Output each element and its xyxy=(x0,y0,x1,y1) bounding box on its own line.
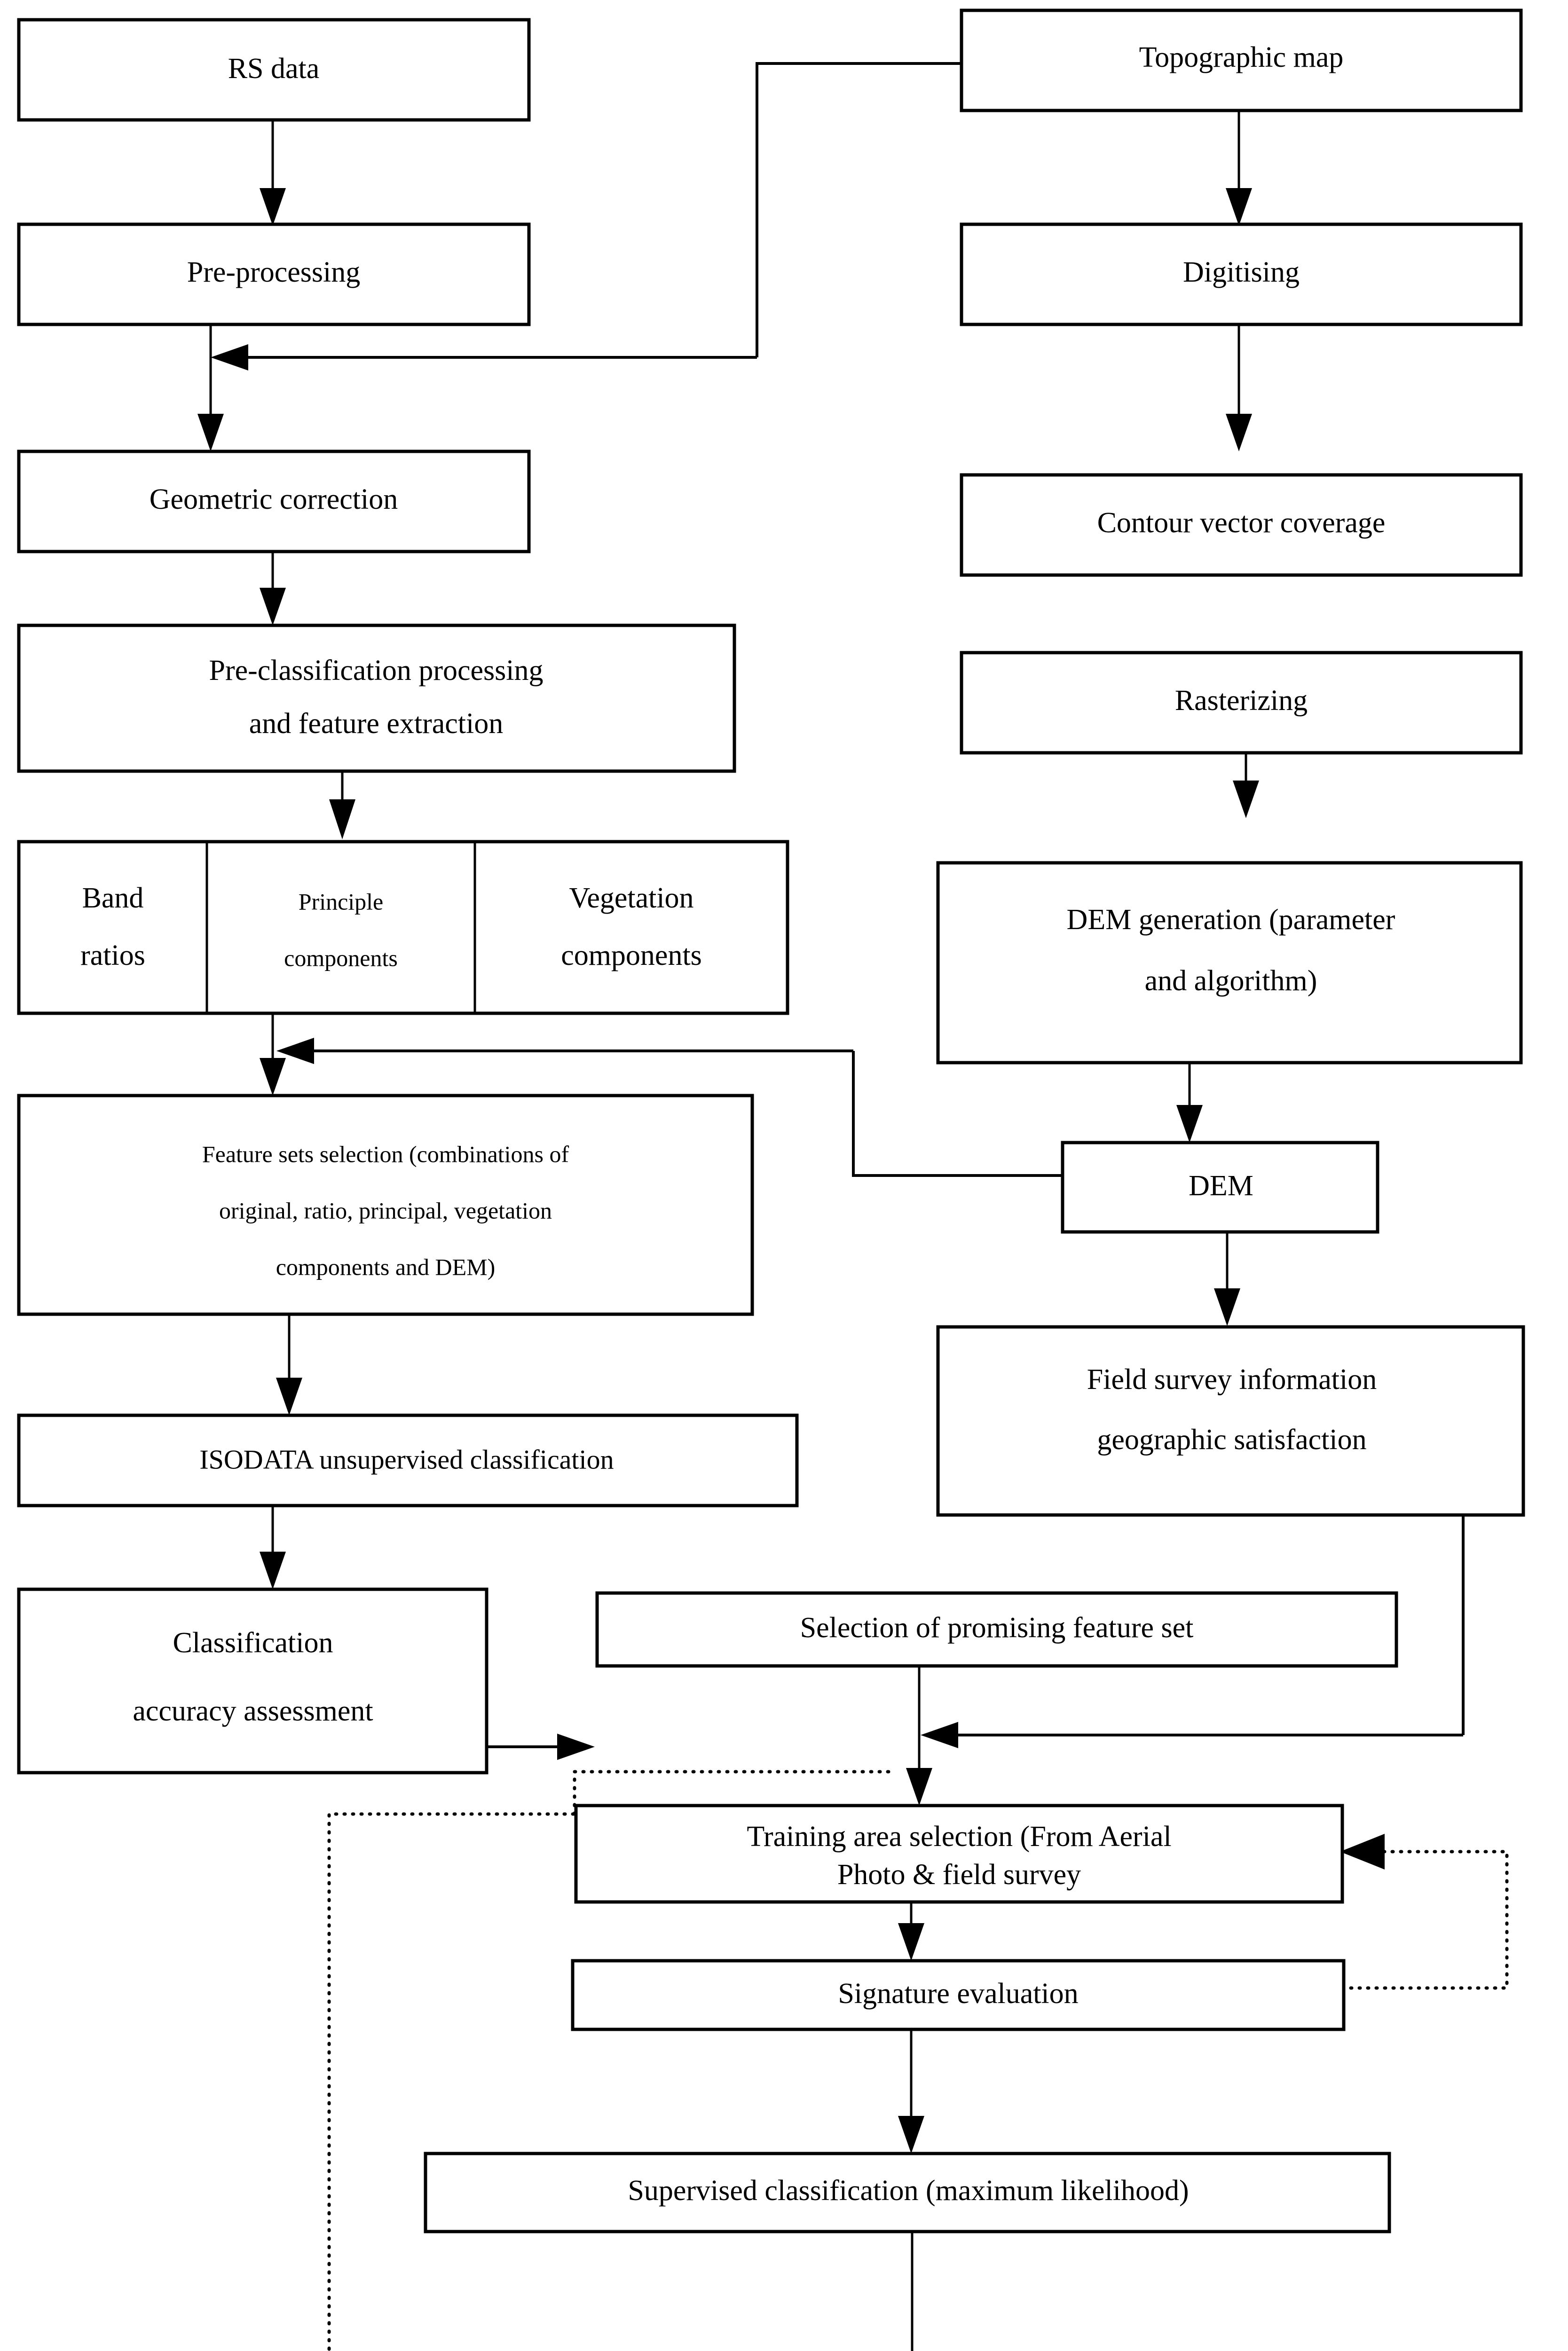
edge-featuresets-isodata xyxy=(276,1314,302,1415)
node-training-area-selection[interactable]: Training area selection (From Aerial Pho… xyxy=(574,1804,1344,1904)
edge-fieldsurvey-training xyxy=(921,1515,1465,1748)
node-signature-evaluation[interactable]: Signature evaluation xyxy=(571,1959,1346,2031)
node-label-training-area-line1: Training area selection (From Aerial xyxy=(747,1821,1171,1853)
node-label-pre-processing: Pre-processing xyxy=(187,256,360,288)
node-label-field-survey-line1: Field survey information xyxy=(1087,1364,1377,1396)
node-label-pre-classification-line2: and feature extraction xyxy=(249,708,503,740)
node-selection-promising-feature-set[interactable]: Selection of promising feature set xyxy=(595,1591,1398,1668)
node-isodata[interactable]: ISODATA unsupervised classification xyxy=(17,1413,799,1507)
edge-topomap-digitising xyxy=(1226,110,1252,226)
edge-preclassification-components xyxy=(329,771,355,839)
node-label-band-ratios-line1: Band xyxy=(82,882,144,914)
node-label-classification-accuracy-line2: accuracy assessment xyxy=(133,1695,373,1727)
node-label-feature-sets-line2: original, ratio, principal, vegetation xyxy=(219,1197,552,1223)
edge-dem-featuresets xyxy=(276,1038,1063,1177)
edge-digitising-contour xyxy=(1226,324,1252,451)
edge-supervised-landuse xyxy=(911,2231,914,2351)
node-pre-processing[interactable]: Pre-processing xyxy=(17,222,531,326)
node-label-feature-sets-line1: Feature sets selection (combinations of xyxy=(202,1141,569,1167)
node-label-signature-evaluation: Signature evaluation xyxy=(838,1978,1078,2010)
node-label-dem: DEM xyxy=(1189,1170,1253,1202)
edge-rsdata-preprocessing xyxy=(260,120,286,226)
node-vegetation-components[interactable]: Vegetation components xyxy=(561,882,702,971)
node-classification-accuracy[interactable]: Classification accuracy assessment xyxy=(17,1587,489,1775)
node-digitising[interactable]: Digitising xyxy=(960,222,1523,326)
edge-signature-supervised xyxy=(898,2029,924,2154)
edge-demgeneration-dem xyxy=(1176,1063,1203,1143)
node-rs-data[interactable]: RS data xyxy=(17,18,531,122)
edge-topomap-preprocessing xyxy=(211,62,961,371)
edge-classificationaccuracy-selection xyxy=(483,1734,595,1760)
edge-signature-training-dotted xyxy=(1340,1834,1509,1990)
node-label-training-area-line2: Photo & field survey xyxy=(837,1859,1081,1891)
node-geometric-correction[interactable]: Geometric correction xyxy=(17,450,531,553)
node-label-vegetation-line1: Vegetation xyxy=(569,882,693,914)
node-contour-vector-coverage[interactable]: Contour vector coverage xyxy=(960,473,1523,577)
node-label-geometric-correction: Geometric correction xyxy=(150,483,398,515)
node-label-field-survey-line2: geographic satisfaction xyxy=(1097,1424,1366,1456)
node-rasterizing[interactable]: Rasterizing xyxy=(960,651,1523,755)
node-feature-sets-selection[interactable]: Feature sets selection (combinations of … xyxy=(17,1094,754,1316)
node-label-supervised-classification: Supervised classification (maximum likel… xyxy=(628,2175,1189,2207)
node-component-group xyxy=(17,840,789,1015)
node-label-digitising: Digitising xyxy=(1183,256,1300,288)
node-principle-components[interactable]: Principle components xyxy=(284,888,398,971)
node-label-dem-generation-line2: and algorithm) xyxy=(1145,965,1317,997)
edge-isodata-classificationaccuracy xyxy=(260,1506,286,1589)
node-topographic-map[interactable]: Topographic map xyxy=(960,8,1523,112)
node-dem[interactable]: DEM xyxy=(1061,1141,1379,1234)
node-label-selection-promising: Selection of promising feature set xyxy=(800,1612,1194,1644)
node-label-isodata: ISODATA unsupervised classification xyxy=(199,1444,614,1475)
edge-accuracyassessment-training-dotted xyxy=(327,1770,898,2351)
node-supervised-classification[interactable]: Supervised classification (maximum likel… xyxy=(424,2152,1391,2233)
edge-junction-featuresets xyxy=(260,1058,286,1096)
node-dem-generation[interactable]: DEM generation (parameter and algorithm) xyxy=(936,861,1523,1065)
node-label-classification-accuracy-line1: Classification xyxy=(173,1627,333,1659)
edge-training-signature xyxy=(898,1902,924,1961)
node-label-rasterizing: Rasterizing xyxy=(1175,685,1308,717)
edge-selection-training xyxy=(906,1665,932,1806)
node-label-vegetation-line2: components xyxy=(561,939,702,971)
edge-preprocessing-geometric xyxy=(197,324,224,451)
edge-dem-fieldsurvey xyxy=(1214,1232,1240,1326)
edge-geometric-preclassification xyxy=(260,551,286,625)
node-label-band-ratios-line2: ratios xyxy=(80,939,145,971)
node-label-pre-classification-line1: Pre-classification processing xyxy=(209,655,543,686)
node-band-ratios[interactable]: Band ratios xyxy=(80,882,145,971)
node-label-contour-vector-coverage: Contour vector coverage xyxy=(1097,507,1386,539)
node-field-survey[interactable]: Field survey information geographic sati… xyxy=(936,1325,1525,1517)
node-label-feature-sets-line3: components and DEM) xyxy=(276,1254,496,1280)
node-label-principle-line1: Principle xyxy=(299,888,384,915)
node-pre-classification-processing[interactable]: Pre-classification processing and featur… xyxy=(17,623,736,773)
node-label-dem-generation-line1: DEM generation (parameter xyxy=(1067,904,1395,936)
node-label-rs-data: RS data xyxy=(228,53,320,85)
node-label-principle-line2: components xyxy=(284,945,398,971)
node-label-topographic-map: Topographic map xyxy=(1139,41,1344,73)
